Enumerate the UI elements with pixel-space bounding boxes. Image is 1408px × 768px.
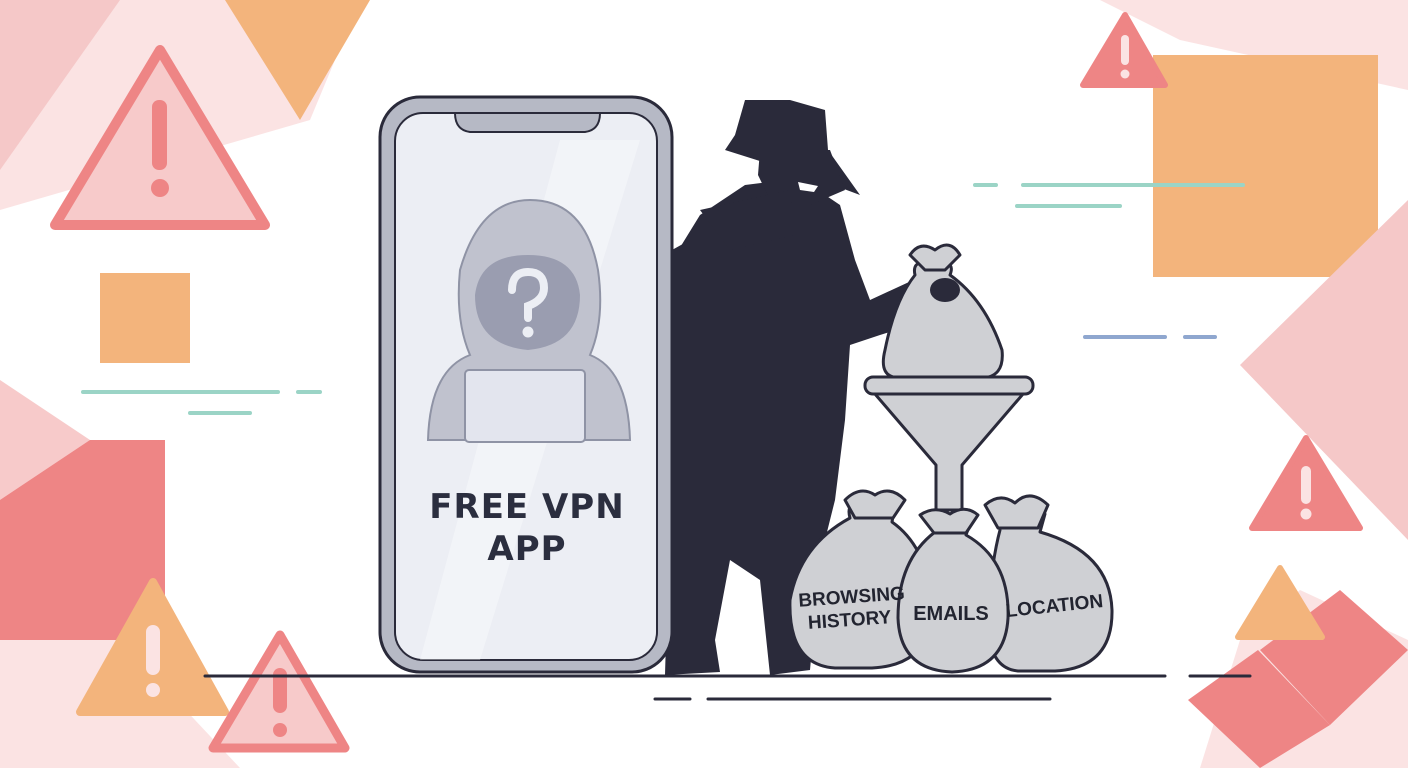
ground-line <box>203 674 1252 701</box>
warning-icon <box>76 578 229 716</box>
phone-title-line2: APP <box>487 529 566 569</box>
spy-eye <box>798 182 818 192</box>
money-bag-location <box>983 494 1114 673</box>
warning-icon <box>208 630 350 753</box>
spy-silhouette <box>660 100 955 675</box>
money-bag-emails <box>896 507 1010 674</box>
accent-lines <box>81 183 1245 415</box>
money-bag-icon <box>881 243 1004 380</box>
warning-icon <box>50 45 270 230</box>
warning-icon <box>1080 12 1168 88</box>
bag-label-emails: EMAILS <box>913 603 989 625</box>
phone-title-line1: FREE VPN <box>429 487 624 527</box>
warning-icon <box>1235 565 1325 640</box>
spy-arm <box>672 240 690 660</box>
question-icon <box>508 267 549 338</box>
warning-icon <box>1249 435 1363 531</box>
